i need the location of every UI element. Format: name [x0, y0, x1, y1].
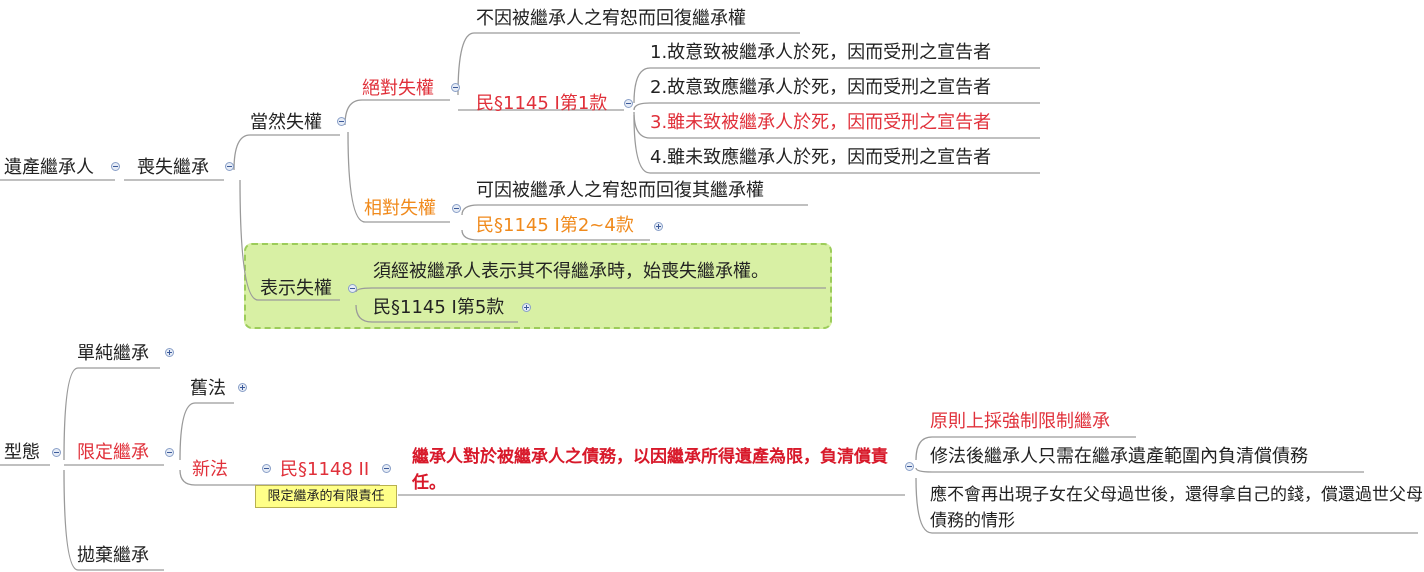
loss-node[interactable]: 喪失繼承	[137, 157, 209, 178]
collapse-toggle-icon[interactable]	[225, 162, 234, 171]
collapse-toggle-icon[interactable]	[337, 117, 346, 126]
expand-toggle-icon[interactable]	[165, 348, 174, 357]
new-law-node[interactable]: 新法	[192, 459, 228, 480]
collapse-toggle-icon[interactable]	[111, 162, 120, 171]
types-node[interactable]: 型態	[4, 442, 40, 463]
collapse-toggle-icon[interactable]	[262, 464, 271, 473]
express-loss-node[interactable]: 表示失權	[260, 278, 332, 299]
old-law-node[interactable]: 舊法	[190, 378, 226, 399]
clause-node[interactable]: 1.故意致被繼承人於死，因而受刑之宣告者	[650, 42, 992, 63]
clause-node[interactable]: 3.雖未致被繼承人於死，因而受刑之宣告者	[650, 112, 992, 133]
renounce-inheritance-node[interactable]: 拋棄繼承	[77, 545, 149, 566]
liability-node[interactable]: 繼承人對於被繼承人之債務，以因繼承所得遺產為限，負清償責任。	[412, 447, 888, 493]
collapse-toggle-icon[interactable]	[348, 284, 357, 293]
express-child-node[interactable]: 須經被繼承人表示其不得繼承時，始喪失繼承權。	[373, 261, 769, 282]
collapse-toggle-icon[interactable]	[452, 204, 461, 213]
natural-loss-node[interactable]: 當然失權	[250, 112, 322, 133]
collapse-toggle-icon[interactable]	[624, 99, 633, 108]
absolute-child-node[interactable]: 不因被繼承人之宥恕而回復繼承權	[476, 8, 746, 29]
relative-loss-node[interactable]: 相對失權	[364, 198, 436, 219]
law-1148-node[interactable]: 民§1148 II	[280, 459, 370, 480]
collapse-toggle-icon[interactable]	[905, 462, 914, 471]
root-node[interactable]: 遺產繼承人	[4, 157, 94, 178]
clause-node[interactable]: 4.雖未致應繼承人於死，因而受刑之宣告者	[650, 147, 992, 168]
principle-node[interactable]: 原則上採強制限制繼承	[930, 411, 1110, 432]
expand-toggle-icon[interactable]	[522, 303, 531, 312]
collapse-toggle-icon[interactable]	[52, 448, 61, 457]
absolute-loss-node[interactable]: 絕對失權	[362, 78, 434, 99]
amended-node[interactable]: 修法後繼承人只需在繼承遺產範圍內負清償債務	[930, 446, 1308, 467]
limited-inheritance-node[interactable]: 限定繼承	[77, 442, 149, 463]
collapse-toggle-icon[interactable]	[165, 448, 174, 457]
express-law-node[interactable]: 民§1145 I第5款	[373, 297, 505, 318]
relative-law-node[interactable]: 民§1145 I第2~4款	[476, 215, 634, 236]
relative-child-node[interactable]: 可因被繼承人之宥恕而回復其繼承權	[476, 180, 764, 201]
no-pay-node[interactable]: 應不會再出現子女在父母過世後，還得拿自己的錢，償還過世父母債務的情形	[930, 485, 1423, 531]
clause-node[interactable]: 2.故意致應繼承人於死，因而受刑之宣告者	[650, 77, 992, 98]
simple-inheritance-node[interactable]: 單純繼承	[77, 343, 149, 364]
absolute-law-node[interactable]: 民§1145 I第1款	[476, 93, 608, 114]
expand-toggle-icon[interactable]	[654, 222, 663, 231]
expand-toggle-icon[interactable]	[238, 383, 247, 392]
collapse-toggle-icon[interactable]	[451, 83, 460, 92]
express-loss-highlight-box	[244, 243, 832, 329]
note-callout: 限定繼承的有限責任	[255, 485, 397, 508]
collapse-toggle-icon[interactable]	[382, 464, 391, 473]
